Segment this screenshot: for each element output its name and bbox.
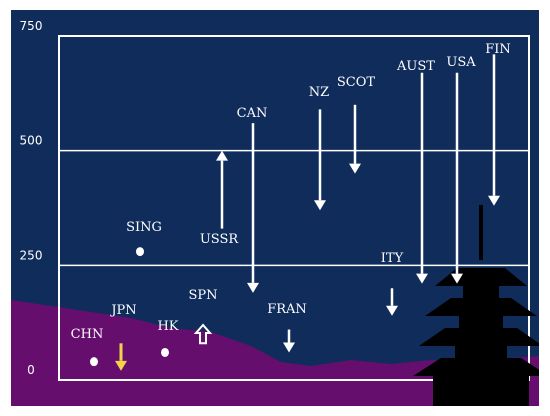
dot-sing — [136, 247, 144, 257]
arrow-head-can — [247, 282, 259, 293]
pagoda-spire — [479, 205, 483, 260]
label-can: CAN — [237, 106, 268, 121]
label-fran: FRAN — [267, 302, 307, 317]
label-chn: CHN — [71, 327, 104, 342]
label-usa: USA — [446, 55, 476, 70]
label-ity: ITY — [381, 251, 404, 266]
label-aust: AUST — [396, 59, 435, 74]
arrow-head-nz — [314, 200, 326, 211]
arrow-head-usa — [451, 273, 463, 284]
pagoda-base — [433, 376, 529, 406]
block-arrow-spn — [193, 323, 213, 345]
y-tick-label-0: 0 — [27, 363, 35, 377]
label-fin: FIN — [485, 42, 511, 57]
y-tick-label-250: 250 — [20, 248, 43, 262]
arrow-head-fin — [488, 195, 500, 206]
dot-hk — [161, 347, 169, 357]
label-nz: NZ — [309, 85, 329, 100]
arrow-head-fran — [283, 342, 295, 353]
label-hk: HK — [157, 319, 178, 334]
pagoda-roof-4 — [413, 358, 539, 376]
pagoda-wall-2 — [459, 316, 503, 328]
label-ussr: USSR — [200, 232, 240, 247]
pagoda-wall-1 — [463, 286, 499, 298]
label-jpn: JPN — [109, 303, 136, 318]
arrow-head-ussr — [216, 150, 228, 161]
plot-frame — [58, 35, 530, 381]
arrow-head-scot — [349, 163, 361, 174]
y-tick-label-750: 750 — [20, 19, 43, 33]
dot-chn — [90, 357, 98, 367]
arrow-head-ity — [386, 305, 398, 316]
arrow-head-jpn — [115, 360, 127, 371]
pagoda-wall-3 — [455, 346, 507, 358]
label-sing: SING — [126, 220, 162, 235]
pagoda-silhouette — [413, 205, 539, 406]
y-tick-label-500: 500 — [20, 134, 43, 148]
pagoda-roof-2 — [425, 298, 537, 316]
arrow-head-aust — [416, 273, 428, 284]
pagoda-roof-3 — [419, 328, 539, 346]
chart: CHN JPN HK SING SPN USSR CAN FRAN NZ SCOT ITY AUST U… — [11, 10, 539, 406]
chart-svg: CHN JPN HK SING SPN USSR CAN FRAN NZ SCOT ITY AUST U… — [11, 10, 539, 406]
label-scot: SCOT — [337, 75, 376, 90]
label-spn: SPN — [188, 288, 217, 303]
